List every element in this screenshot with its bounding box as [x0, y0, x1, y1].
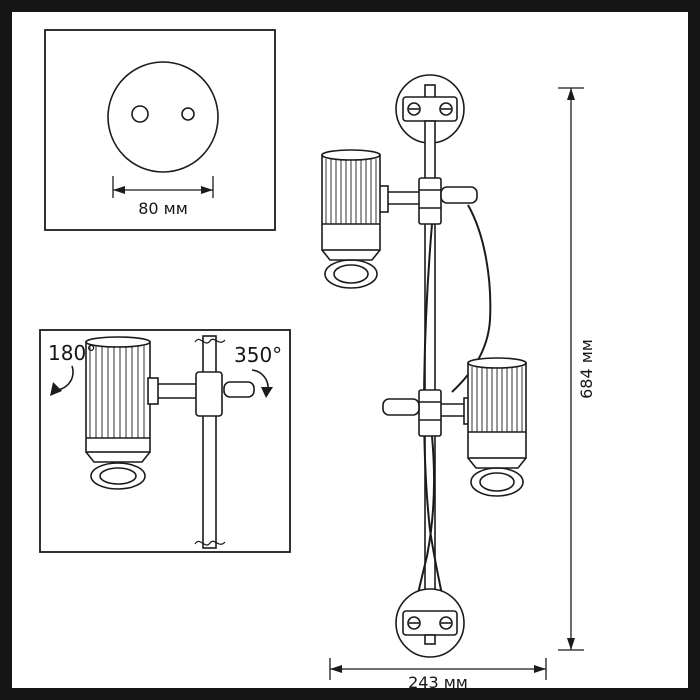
detail-arm — [147, 371, 255, 417]
pole-break-bottom — [194, 540, 226, 546]
arrow-head-icon — [261, 387, 273, 398]
width-label: 243 мм — [408, 673, 468, 692]
head-rotation-label: 180° — [48, 341, 96, 365]
cable-long-1 — [423, 223, 447, 617]
wall-lamp-drawing — [321, 74, 527, 658]
hole-spacing-label: 80 мм — [138, 199, 188, 218]
pole-break-top — [194, 338, 226, 344]
inset-border — [44, 29, 276, 231]
width-dimension: 243 мм — [329, 658, 547, 692]
mount-hole-right — [181, 107, 195, 121]
upper-spotlight — [321, 149, 478, 289]
bottom-mount-plate — [395, 588, 465, 658]
inset-border — [39, 329, 291, 553]
height-label: 684 мм — [577, 339, 596, 399]
mount-plate-circle — [107, 61, 219, 173]
lower-spotlight — [382, 357, 527, 497]
mount-plate-detail-inset: 80 мм — [44, 29, 276, 231]
arrow-head-icon — [50, 382, 62, 396]
hole-spacing-dimension — [112, 176, 214, 198]
pole — [202, 335, 217, 549]
rotation-detail-inset: 180° 350° — [39, 329, 291, 553]
height-dimension: 684 мм — [558, 87, 596, 651]
mount-hole-left — [131, 105, 149, 123]
top-mount-plate — [395, 74, 465, 144]
arm-rotation-label: 350° — [234, 343, 282, 367]
